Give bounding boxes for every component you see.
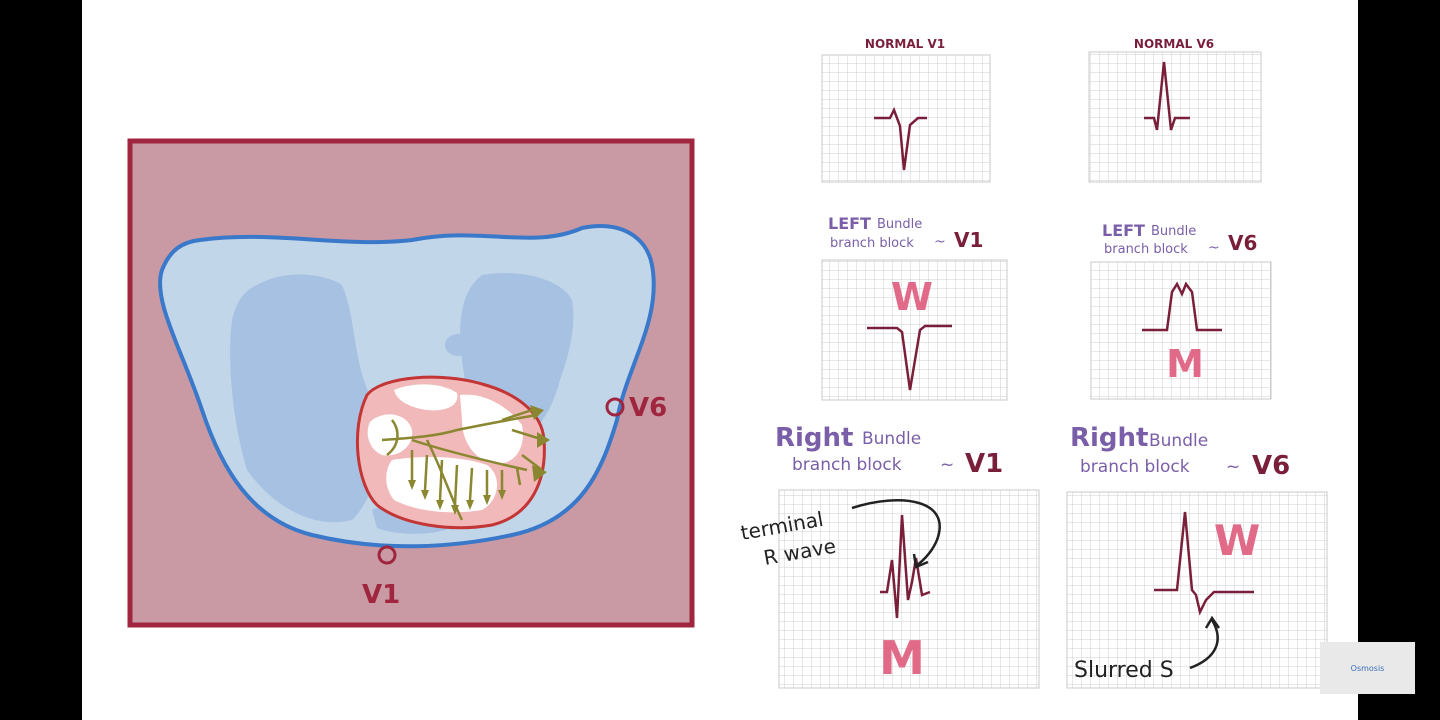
arrow-head bbox=[912, 553, 929, 569]
panel-normal-v6: NORMAL V6 bbox=[1088, 37, 1262, 183]
panel-title-bold: LEFT bbox=[828, 214, 871, 233]
panel-lead: V6 bbox=[1252, 451, 1290, 481]
conduction-arrows bbox=[408, 405, 550, 515]
panel-title-line2: branch block bbox=[830, 236, 914, 251]
panel-lead: V1 bbox=[954, 228, 983, 252]
panel-tilde: ~ bbox=[940, 455, 954, 475]
lead-v6-electrode bbox=[605, 397, 625, 417]
panel-title-line1: Bundle bbox=[1149, 431, 1208, 451]
pattern-letter: W bbox=[891, 275, 933, 319]
panel-title-line2: branch block bbox=[1080, 457, 1190, 477]
ecg-trace bbox=[1144, 61, 1190, 131]
panel-title: NORMAL V6 bbox=[1134, 37, 1214, 51]
lead-v1-electrode bbox=[377, 545, 397, 565]
annotation-arrow bbox=[1189, 619, 1219, 670]
panel-normal-v1: NORMAL V1 bbox=[821, 37, 991, 183]
watermark-text: Osmosis bbox=[1350, 663, 1385, 673]
annotation-arrow bbox=[851, 499, 941, 567]
panel-title-bold: LEFT bbox=[1102, 221, 1145, 240]
ecg-trace bbox=[1154, 511, 1254, 616]
panel-lbbb-v1: LEFT Bundle branch block ~ V1 W bbox=[821, 214, 1008, 401]
panel-title-line1: Bundle bbox=[877, 217, 922, 232]
pattern-letter: W bbox=[1214, 516, 1260, 565]
right-atrium bbox=[367, 414, 413, 456]
ecg-grid bbox=[778, 489, 1040, 689]
slurred-s-annotation: Slurred S bbox=[1074, 615, 1221, 683]
ecg-grid bbox=[1090, 261, 1272, 400]
right-lung bbox=[230, 274, 378, 523]
slide-canvas: V6 V1 NORMAL V1 NORMAL V6 LEFT Bundle br… bbox=[82, 0, 1358, 720]
heart bbox=[355, 375, 550, 530]
lead-v6-label: V6 bbox=[629, 393, 667, 423]
panel-tilde: ~ bbox=[1208, 240, 1220, 256]
panel-tilde: ~ bbox=[934, 234, 946, 250]
panel-title-bold: Right bbox=[1070, 423, 1148, 453]
pattern-letter: M bbox=[879, 631, 925, 685]
aorta bbox=[445, 334, 471, 356]
ecg-trace bbox=[874, 106, 927, 171]
panel-title-line2: branch block bbox=[1104, 242, 1188, 257]
ecg-grid bbox=[821, 259, 1008, 401]
panel-rbbb-v6: Right Bundle branch block ~ V6 W Slurred… bbox=[1066, 423, 1328, 689]
panel-rbbb-v1: Right Bundle branch block ~ V1 M termina… bbox=[739, 423, 1040, 689]
ecg-trace bbox=[1142, 281, 1222, 332]
annotation-text: Slurred S bbox=[1074, 658, 1174, 683]
panel-lbbb-v6: LEFT Bundle branch block ~ V6 M bbox=[1090, 221, 1272, 400]
panel-lead: V1 bbox=[965, 449, 1003, 479]
left-atrium bbox=[394, 384, 458, 411]
panel-title-line2: branch block bbox=[792, 455, 902, 475]
pattern-letter: M bbox=[1166, 342, 1204, 386]
panel-title: NORMAL V1 bbox=[865, 37, 945, 51]
panel-title-bold: Right bbox=[775, 423, 853, 453]
panel-lead: V6 bbox=[1228, 231, 1257, 255]
ecg-trace bbox=[867, 324, 952, 391]
ecg-trace bbox=[880, 514, 931, 619]
watermark-logo: Osmosis bbox=[1320, 642, 1415, 694]
lead-v1-label: V1 bbox=[362, 580, 400, 610]
panel-title-line1: Bundle bbox=[1151, 224, 1196, 239]
panel-tilde: ~ bbox=[1226, 457, 1240, 477]
left-ventricle bbox=[460, 394, 523, 464]
ecg-grid bbox=[1066, 491, 1328, 689]
panel-title-line1: Bundle bbox=[862, 429, 921, 449]
arrow-head bbox=[1204, 615, 1221, 629]
thorax-diagram: V6 V1 bbox=[127, 138, 695, 628]
